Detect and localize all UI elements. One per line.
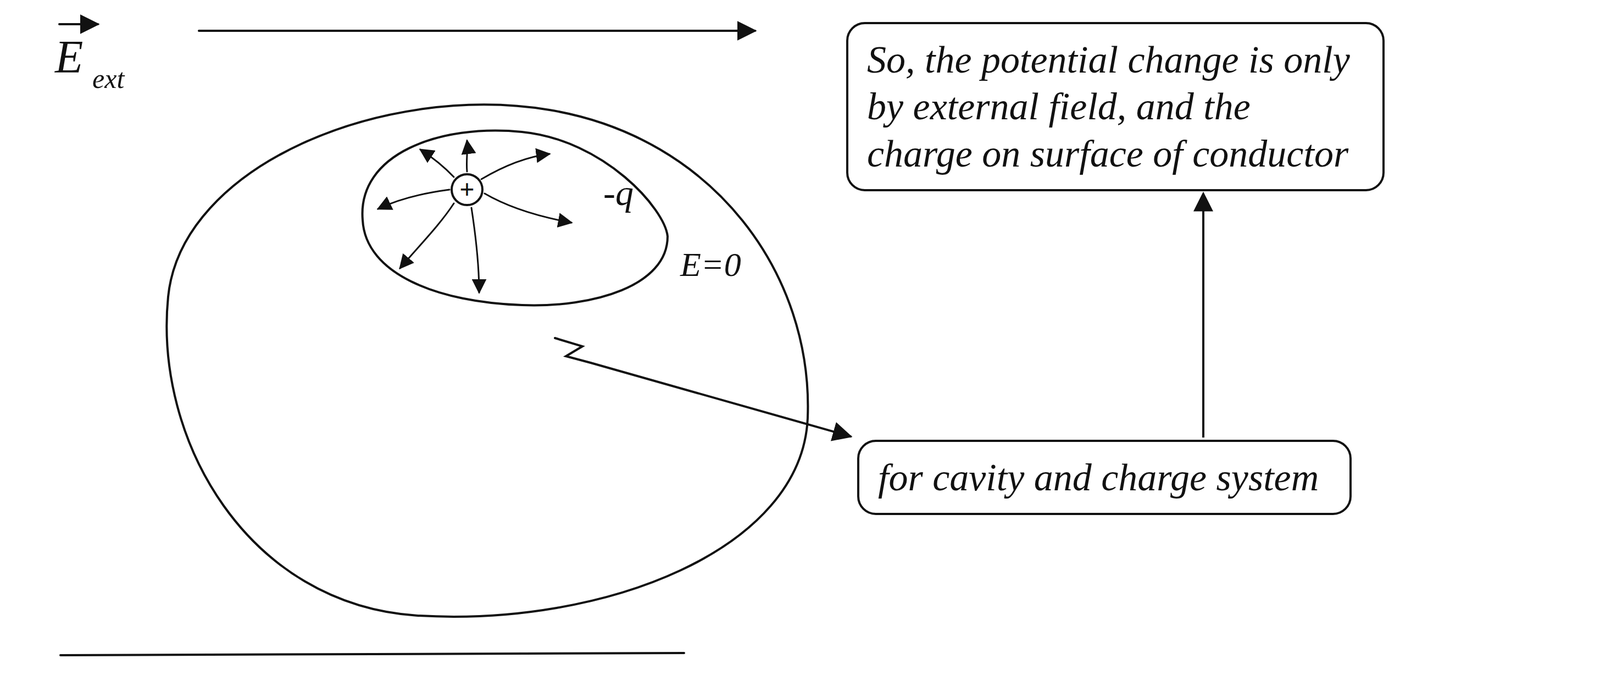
- connector-arrow: [1202, 193, 1205, 438]
- node-text: for cavity and charge system: [878, 456, 1319, 499]
- callout-box: for cavity and charge system: [857, 439, 1352, 515]
- leader-line: [554, 337, 851, 437]
- field-value: E=0: [680, 247, 742, 282]
- conductor-outline: [166, 104, 808, 616]
- cavity-field-lines: [378, 140, 572, 293]
- cavity-outline: [362, 130, 668, 306]
- field-subscript: ext: [92, 64, 125, 93]
- field-line: [60, 652, 685, 655]
- point-charge: +: [450, 173, 484, 207]
- node-text: +: [459, 176, 475, 203]
- node-text: So, the potential change is only by exte…: [867, 38, 1350, 175]
- field-line: [198, 29, 755, 32]
- vector-arrow: [59, 23, 98, 26]
- callout-box: So, the potential change is only by exte…: [846, 21, 1385, 192]
- field-symbol: E: [54, 34, 83, 81]
- charge-label: -q: [603, 174, 634, 211]
